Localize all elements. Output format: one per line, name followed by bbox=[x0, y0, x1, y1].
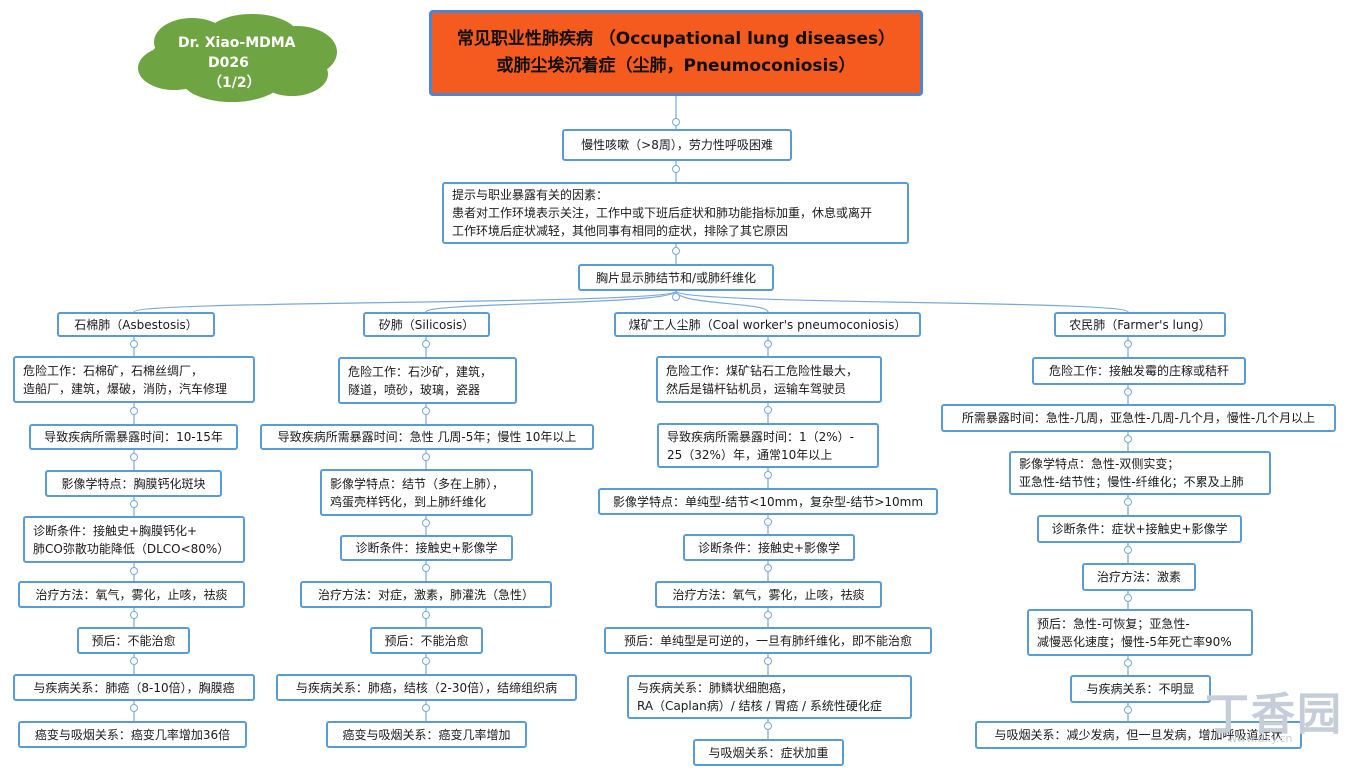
farmers-risk: 危险工作：接触发霉的庄稼或秸秆 bbox=[1032, 357, 1246, 385]
silicosis-relation: 与疾病关系：肺癌，结核（2-30倍），结缔组织病 bbox=[276, 674, 577, 701]
cwp-imaging: 影像学特点：单纯型-结节<10mm，复杂型-结节>10mm bbox=[598, 488, 938, 515]
silicosis-exposure: 导致疾病所需暴露时间：急性 几周-5年；慢性 10年以上 bbox=[260, 424, 594, 450]
farmers-title: 农民肺（Farmer's lung） bbox=[1054, 312, 1226, 337]
cwp-diagnosis: 诊断条件：接触史+影像学 bbox=[683, 534, 855, 561]
cwp-exposure: 导致疾病所需暴露时间：1（2%）- 25（32%）年，通常10年以上 bbox=[657, 423, 879, 468]
farmers-diagnosis: 诊断条件：症状+接触史+影像学 bbox=[1037, 515, 1242, 543]
asbestosis-smoking: 癌变与吸烟关系：癌变几率增加36倍 bbox=[18, 721, 247, 748]
cwp-risk: 危险工作：煤矿钻石工危险性最大， 然后是锚杆钻机员，运输车驾驶员 bbox=[656, 356, 882, 403]
cwp-smoking: 与吸烟关系：症状加重 bbox=[693, 739, 844, 766]
farmers-smoking: 与吸烟关系：减少发病，但一旦发病，增加呼吸道症状 bbox=[975, 721, 1302, 749]
author-badge: Dr. Xiao-MDMA D026 （1/2） bbox=[178, 33, 298, 93]
asbestosis-prognosis: 预后：不能治愈 bbox=[77, 627, 190, 654]
farmers-exposure: 所需暴露时间：急性-几周，亚急性-几周-几个月，慢性-几个月以上 bbox=[941, 404, 1336, 432]
farmers-prognosis: 预后：急性-可恢复；亚急性- 减慢恶化速度；慢性-5年死亡率90% bbox=[1027, 609, 1253, 656]
asbestosis-relation: 与疾病关系：肺癌（8-10倍），胸膜癌 bbox=[13, 674, 255, 701]
silicosis-risk: 危险工作：石沙矿，建筑， 隧道，喷砂，玻璃，瓷器 bbox=[338, 357, 517, 404]
symptoms-node: 慢性咳嗽（>8周），劳力性呼吸困难 bbox=[562, 129, 792, 161]
silicosis-title: 矽肺（Silicosis） bbox=[363, 312, 490, 337]
asbestosis-imaging: 影像学特点：胸膜钙化斑块 bbox=[45, 470, 222, 497]
cwp-relation: 与疾病关系：肺鳞状细胞癌， RA（Caplan病）/ 结核 / 胃癌 / 系统性… bbox=[627, 675, 912, 719]
exposure-factors-node: 提示与职业暴露有关的因素： 患者对工作环境表示关注，工作中或下班后症状和肺功能指… bbox=[442, 182, 909, 244]
silicosis-prognosis: 预后：不能治愈 bbox=[370, 627, 483, 654]
asbestosis-diagnosis: 诊断条件：接触史+胸膜钙化+ 肺CO弥散功能降低（DLCO<80%） bbox=[23, 516, 245, 563]
farmers-imaging: 影像学特点：急性-双侧实变； 亚急性-结节性；慢性-纤维化；不累及上肺 bbox=[1009, 451, 1271, 495]
farmers-treatment: 治疗方法：激素 bbox=[1082, 563, 1196, 591]
author-name: Dr. Xiao-MDMA bbox=[178, 35, 296, 51]
cwp-title: 煤矿工人尘肺（Coal worker's pneumoconiosis） bbox=[614, 312, 921, 337]
silicosis-imaging: 影像学特点：结节（多在上肺）， 鸡蛋壳样钙化，到上肺纤维化 bbox=[320, 469, 533, 516]
asbestosis-title: 石棉肺（Asbestosis） bbox=[57, 312, 215, 337]
asbestosis-risk: 危险工作：石棉矿，石棉丝绸厂， 造船厂，建筑，爆破，消防，汽车修理 bbox=[13, 356, 255, 403]
cloud-badge-shape bbox=[138, 14, 337, 102]
page-id: D026 （1/2） bbox=[208, 55, 261, 91]
silicosis-treatment: 治疗方法：对症，激素，肺灌洗（急性） bbox=[300, 581, 552, 608]
cwp-prognosis: 预后：单纯型是可逆的，一旦有肺纤维化，即不能治愈 bbox=[604, 627, 932, 654]
watermark-url: www.dxy.cn bbox=[1228, 732, 1293, 745]
cwp-treatment: 治疗方法：氧气，雾化，止咳，祛痰 bbox=[655, 581, 882, 608]
title-line-2: 或肺尘埃沉着症（尘肺，Pneumoconiosis） bbox=[496, 56, 856, 76]
watermark-logo: 丁香园 bbox=[1205, 689, 1343, 740]
farmers-relation: 与疾病关系：不明显 bbox=[1070, 675, 1211, 703]
title-box: 常见职业性肺疾病 （Occupational lung diseases） 或肺… bbox=[429, 10, 923, 96]
asbestosis-exposure: 导致疾病所需暴露时间：10-15年 bbox=[29, 424, 238, 450]
title-line-1: 常见职业性肺疾病 （Occupational lung diseases） bbox=[456, 29, 896, 49]
asbestosis-treatment: 治疗方法：氧气，雾化，止咳，祛痰 bbox=[18, 581, 245, 608]
silicosis-diagnosis: 诊断条件：接触史+影像学 bbox=[340, 535, 513, 561]
silicosis-smoking: 癌变与吸烟关系：癌变几率增加 bbox=[326, 721, 527, 748]
chest-xray-node: 胸片显示肺结节和/或肺纤维化 bbox=[578, 264, 774, 291]
